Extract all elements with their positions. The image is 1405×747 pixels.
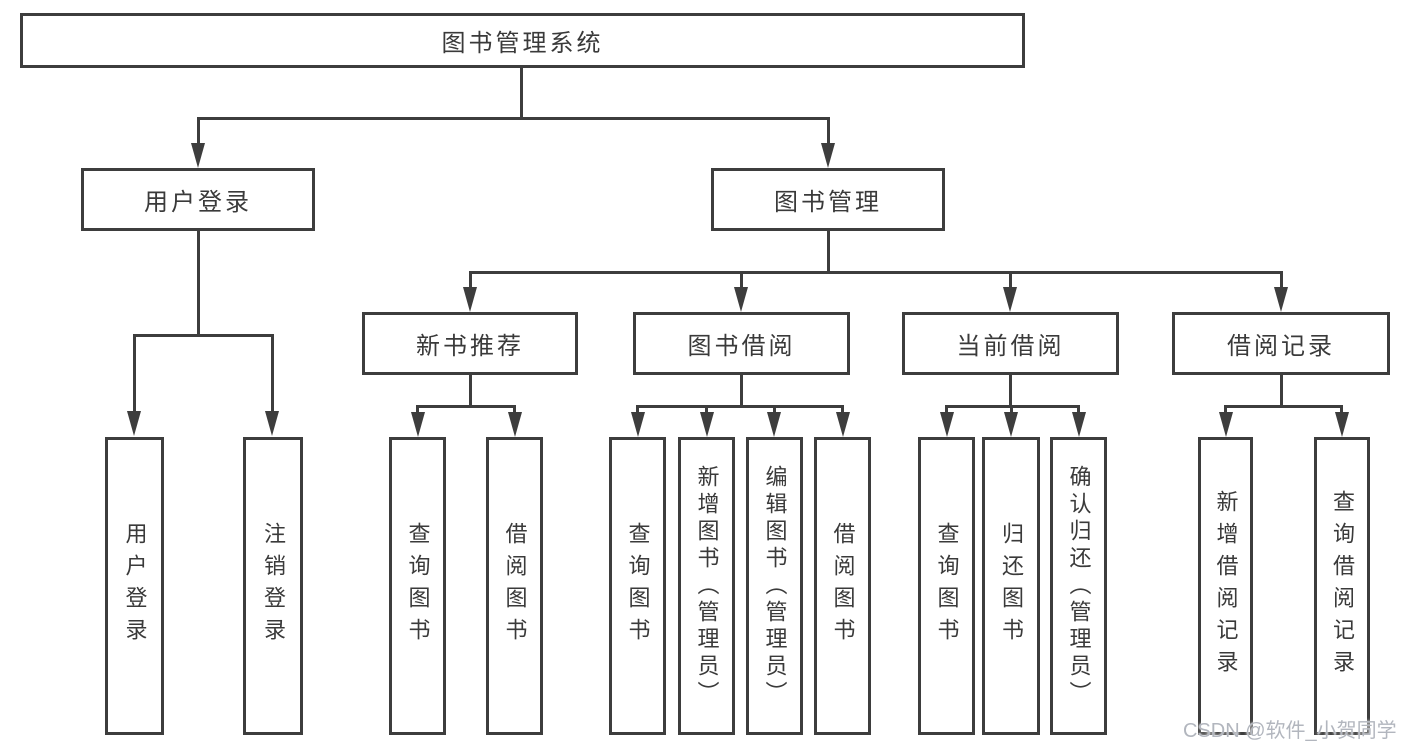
connector-new-book-rec-drop — [468, 375, 472, 406]
arrow-down-icon — [699, 412, 714, 437]
connector-stem — [416, 405, 419, 414]
leaf-edit-book-admin-label: 编辑图书（管理员） — [762, 464, 788, 708]
connector-book-mgmt-drop — [826, 231, 830, 272]
node-user-login-label: 用户登录 — [144, 189, 252, 216]
leaf-query-borrow-record-label: 查询借阅记录 — [1330, 490, 1355, 682]
leaf-user-login-label: 用户登录 — [122, 522, 148, 650]
node-book-borrowing: 图书借阅 — [633, 312, 850, 375]
leaf-return-book: 归还图书 — [982, 437, 1040, 735]
connector-stem-borrow-records — [1279, 271, 1283, 288]
connector-stem-current-borrow — [1009, 271, 1012, 288]
connector-current-borrow-drop — [1009, 375, 1012, 406]
arrow-down-icon — [1334, 412, 1349, 437]
connector-root-rail — [196, 117, 830, 120]
connector-stem — [1009, 405, 1013, 414]
arrow-down-icon — [507, 412, 522, 437]
connector-book-borrow-drop — [740, 375, 743, 406]
connector-stem — [772, 405, 776, 414]
arrow-down-icon — [463, 287, 477, 312]
leaf-borrow-book-label: 借阅图书 — [830, 522, 856, 650]
leaf-query-book-label: 查询图书 — [934, 522, 960, 650]
arrow-down-icon — [265, 411, 279, 436]
connector-stem-book-borrow — [740, 271, 743, 288]
arrow-down-icon — [1071, 412, 1086, 437]
connector-current-borrow-rail — [945, 405, 1080, 408]
leaf-add-book-admin: 新增图书（管理员） — [678, 437, 735, 735]
node-root: 图书管理系统 — [20, 13, 1025, 68]
arrow-down-icon — [630, 412, 645, 437]
connector-stem-leaf-logout — [270, 334, 274, 412]
connector-stem-user-login — [196, 117, 200, 144]
leaf-logout: 注销登录 — [243, 437, 303, 735]
node-book-management: 图书管理 — [711, 168, 945, 231]
node-root-label: 图书管理系统 — [441, 30, 604, 57]
watermark: CSDN @软件_小贺同学 — [1183, 720, 1397, 742]
connector-stem-new-book-rec — [468, 271, 472, 288]
node-book-management-label: 图书管理 — [774, 189, 882, 216]
leaf-query-book-2: 查询图书 — [609, 437, 666, 735]
connector-stem — [841, 405, 844, 414]
connector-borrow-records-rail — [1224, 405, 1343, 408]
arrow-down-icon — [1274, 287, 1288, 312]
leaf-add-borrow-record: 新增借阅记录 — [1198, 437, 1253, 735]
arrow-down-icon — [191, 143, 205, 168]
arrow-down-icon — [1003, 287, 1017, 312]
arrow-down-icon — [410, 412, 425, 437]
connector-user-login-rail — [132, 334, 274, 337]
connector-book-mgmt-rail — [468, 271, 1283, 274]
leaf-edit-book-admin: 编辑图书（管理员） — [746, 437, 803, 735]
arrow-down-icon — [835, 412, 850, 437]
connector-root-drop — [519, 68, 523, 118]
node-current-borrowing-label: 当前借阅 — [956, 333, 1065, 360]
leaf-query-book-3: 查询图书 — [918, 437, 975, 735]
node-user-login: 用户登录 — [81, 168, 315, 231]
leaf-user-login: 用户登录 — [105, 437, 164, 735]
leaf-add-borrow-record-label: 新增借阅记录 — [1213, 490, 1239, 682]
connector-stem — [513, 405, 516, 414]
leaf-confirm-return-admin: 确认归还（管理员） — [1050, 437, 1107, 735]
arrow-down-icon — [939, 412, 954, 437]
arrow-down-icon — [734, 287, 748, 312]
node-new-book-recommend: 新书推荐 — [362, 312, 578, 375]
leaf-return-book-label: 归还图书 — [999, 522, 1024, 650]
connector-borrow-records-drop — [1279, 375, 1283, 406]
arrow-down-icon — [1004, 412, 1018, 437]
leaf-logout-label: 注销登录 — [261, 522, 286, 650]
node-new-book-recommend-label: 新书推荐 — [416, 333, 524, 360]
connector-stem-book-mgmt — [826, 117, 830, 144]
node-borrowing-records-label: 借阅记录 — [1227, 333, 1335, 360]
connector-book-borrow-rail — [636, 405, 844, 408]
leaf-borrow-book-1: 借阅图书 — [486, 437, 543, 735]
leaf-query-book-label: 查询图书 — [405, 522, 431, 650]
connector-new-book-rec-rail — [416, 405, 516, 408]
connector-stem — [945, 405, 948, 414]
arrow-down-icon — [767, 412, 781, 437]
node-current-borrowing: 当前借阅 — [902, 312, 1119, 375]
leaf-borrow-book-2: 借阅图书 — [814, 437, 871, 735]
arrow-down-icon — [821, 143, 835, 168]
arrow-down-icon — [1218, 412, 1233, 437]
connector-stem — [1340, 405, 1343, 414]
leaf-add-book-admin-label: 新增图书（管理员） — [694, 464, 720, 708]
leaf-query-book-label: 查询图书 — [625, 522, 651, 650]
arrow-down-icon — [127, 411, 141, 436]
node-borrowing-records: 借阅记录 — [1172, 312, 1390, 375]
connector-stem — [705, 405, 708, 414]
leaf-borrow-book-label: 借阅图书 — [502, 522, 528, 650]
leaf-query-borrow-record: 查询借阅记录 — [1314, 437, 1370, 735]
leaf-query-book-1: 查询图书 — [389, 437, 446, 735]
connector-stem-leaf-user-login — [132, 334, 136, 412]
connector-stem — [1224, 405, 1227, 414]
node-book-borrowing-label: 图书借阅 — [687, 333, 796, 360]
connector-user-login-drop — [196, 231, 200, 335]
connector-stem — [1077, 405, 1080, 414]
leaf-confirm-return-admin-label: 确认归还（管理员） — [1066, 464, 1092, 708]
connector-stem — [636, 405, 639, 414]
